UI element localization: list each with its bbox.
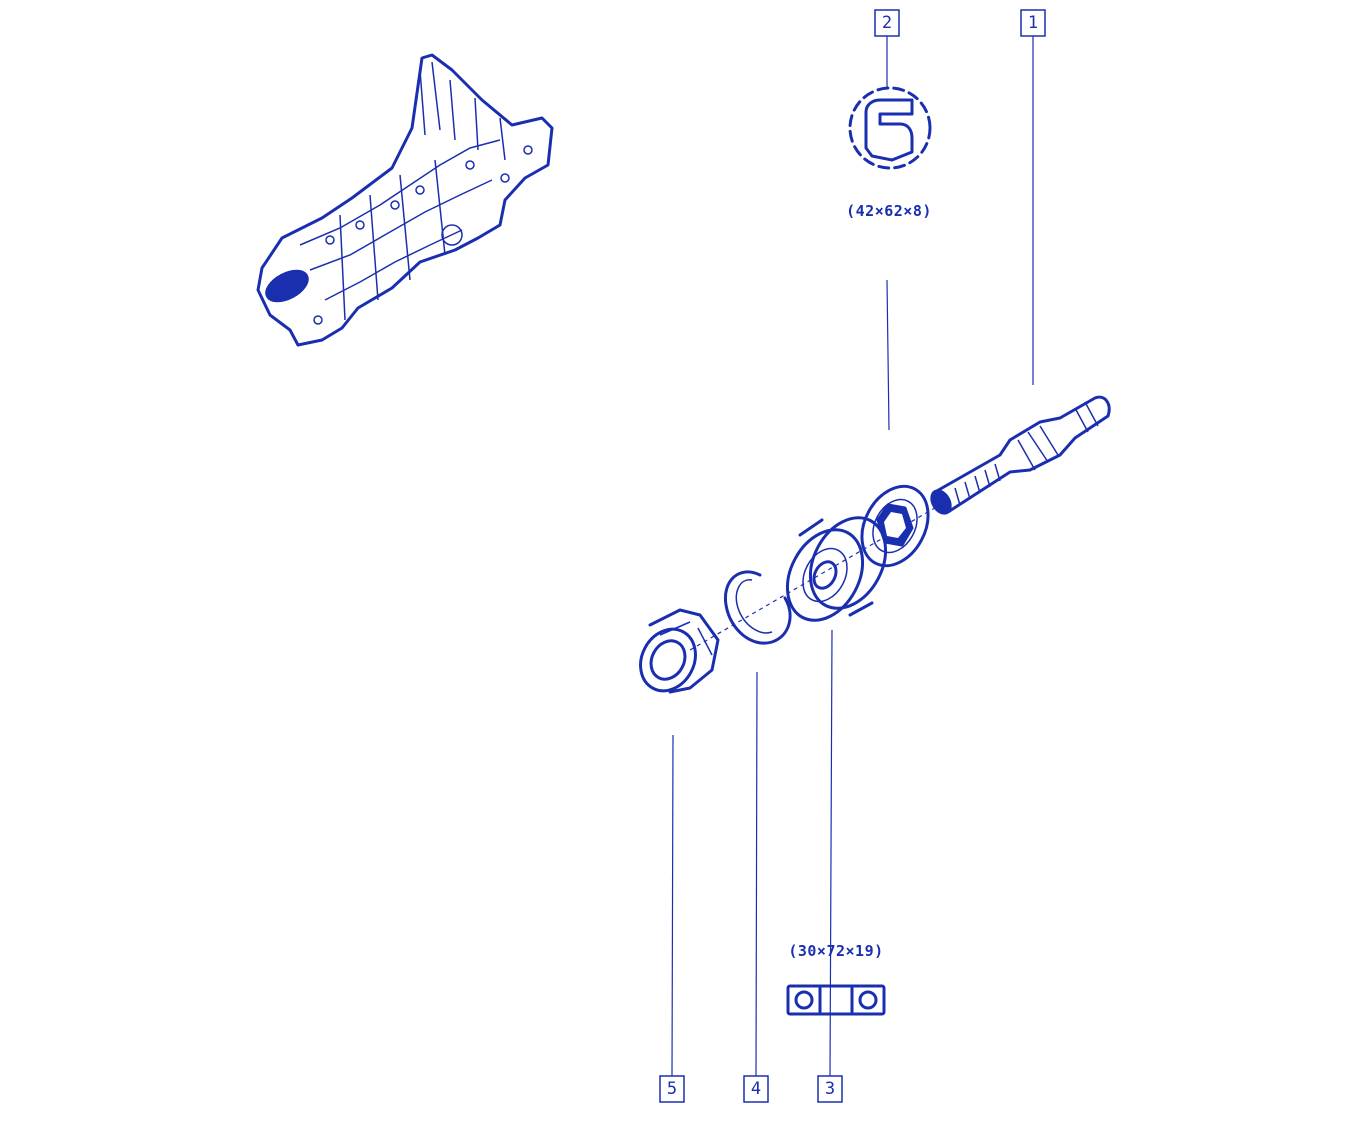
callout-3-label: 3 [825, 1079, 835, 1099]
leader-lines [671, 36, 1034, 1077]
callout-5-label: 5 [667, 1079, 677, 1099]
callout-4[interactable]: 4 [743, 1075, 769, 1103]
snap-ring-icon [723, 570, 792, 645]
bearing-dimension-label: (30×72×19) [788, 942, 883, 960]
leader-2 [886, 279, 890, 431]
bearing-icon [785, 516, 888, 622]
bearing-detail-icon [786, 984, 886, 1016]
transmission-icon [256, 53, 554, 347]
oil-seal-icon [860, 484, 930, 568]
callout-5[interactable]: 5 [659, 1075, 685, 1103]
callout-4-label: 4 [751, 1079, 761, 1099]
callout-3[interactable]: 3 [817, 1075, 843, 1103]
callout-1-label: 1 [1028, 13, 1038, 33]
leader-3 [829, 629, 833, 1077]
leader-5 [671, 734, 674, 1077]
callout-1[interactable]: 1 [1020, 9, 1046, 37]
shaft-icon [930, 395, 1111, 515]
callout-2[interactable]: 2 [874, 9, 900, 37]
nut-icon [639, 608, 720, 694]
seal-detail-icon [848, 86, 932, 170]
leader-4 [755, 671, 758, 1077]
seal-dimension-label: (42×62×8) [846, 202, 932, 220]
callout-2-label: 2 [882, 13, 892, 33]
